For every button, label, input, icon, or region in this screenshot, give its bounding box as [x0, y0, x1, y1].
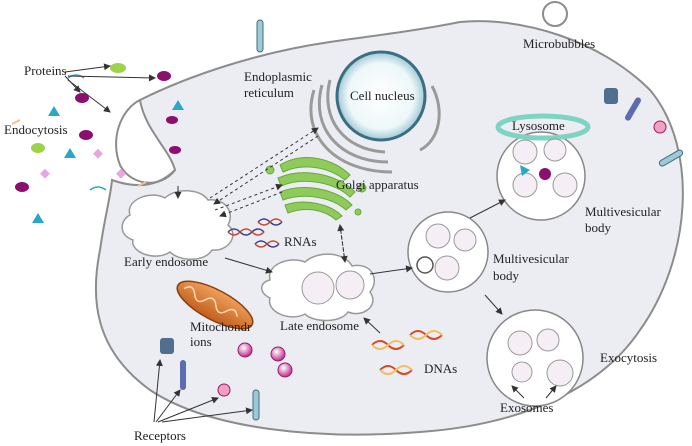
- label-lysosome: Lysosome: [512, 118, 565, 133]
- vesicle: [237, 342, 253, 358]
- label-late-endosome: Late endosome: [280, 318, 359, 333]
- extracellular-proteins: [11, 63, 184, 223]
- pathway-arrows: [64, 63, 557, 423]
- cell-nucleus: [335, 50, 427, 142]
- label-cell-nucleus: Cell nucleus: [350, 88, 415, 103]
- vesicle: [277, 362, 293, 378]
- label-golgi: Golgi apparatus: [336, 177, 419, 192]
- label-dnas: DNAs: [424, 361, 457, 376]
- label-rnas: RNAs: [284, 234, 317, 249]
- label-mito-line1: Mitochondr: [190, 319, 252, 334]
- vesicle: [270, 346, 286, 362]
- label-mvb-right-line2: body: [585, 220, 612, 235]
- rna-strands: [227, 218, 283, 248]
- golgi-apparatus: [265, 157, 367, 221]
- receptors: [160, 19, 684, 421]
- label-mvb-right-line1: Multivesicular: [585, 204, 661, 219]
- endocytosis-pocket: [115, 99, 176, 184]
- dashed-arrows: [209, 127, 348, 263]
- microbubble: [542, 1, 568, 27]
- label-endocytosis: Endocytosis: [4, 122, 68, 137]
- label-microbubbles: Microbubbles: [523, 36, 595, 51]
- label-receptors: Receptors: [134, 428, 186, 443]
- label-mvb-mid-line1: Multivesicular: [493, 251, 569, 266]
- lysosome: [495, 113, 591, 141]
- label-mvb-mid-line2: body: [493, 268, 520, 283]
- label-mito-line2: ions: [190, 334, 212, 349]
- label-proteins: Proteins: [24, 63, 67, 78]
- mitochondrion: [176, 280, 254, 330]
- label-early-endosome: Early endosome: [124, 254, 208, 269]
- label-exosomes: Exosomes: [500, 400, 553, 415]
- label-er-line1: Endoplasmic: [244, 69, 312, 84]
- dna-strands: [371, 330, 443, 375]
- endoplasmic-reticulum: [309, 79, 441, 174]
- label-er-line2: reticulum: [244, 85, 294, 100]
- label-exocytosis: Exocytosis: [600, 350, 657, 365]
- early-endosome: [121, 190, 234, 260]
- exosome-body: [486, 309, 584, 407]
